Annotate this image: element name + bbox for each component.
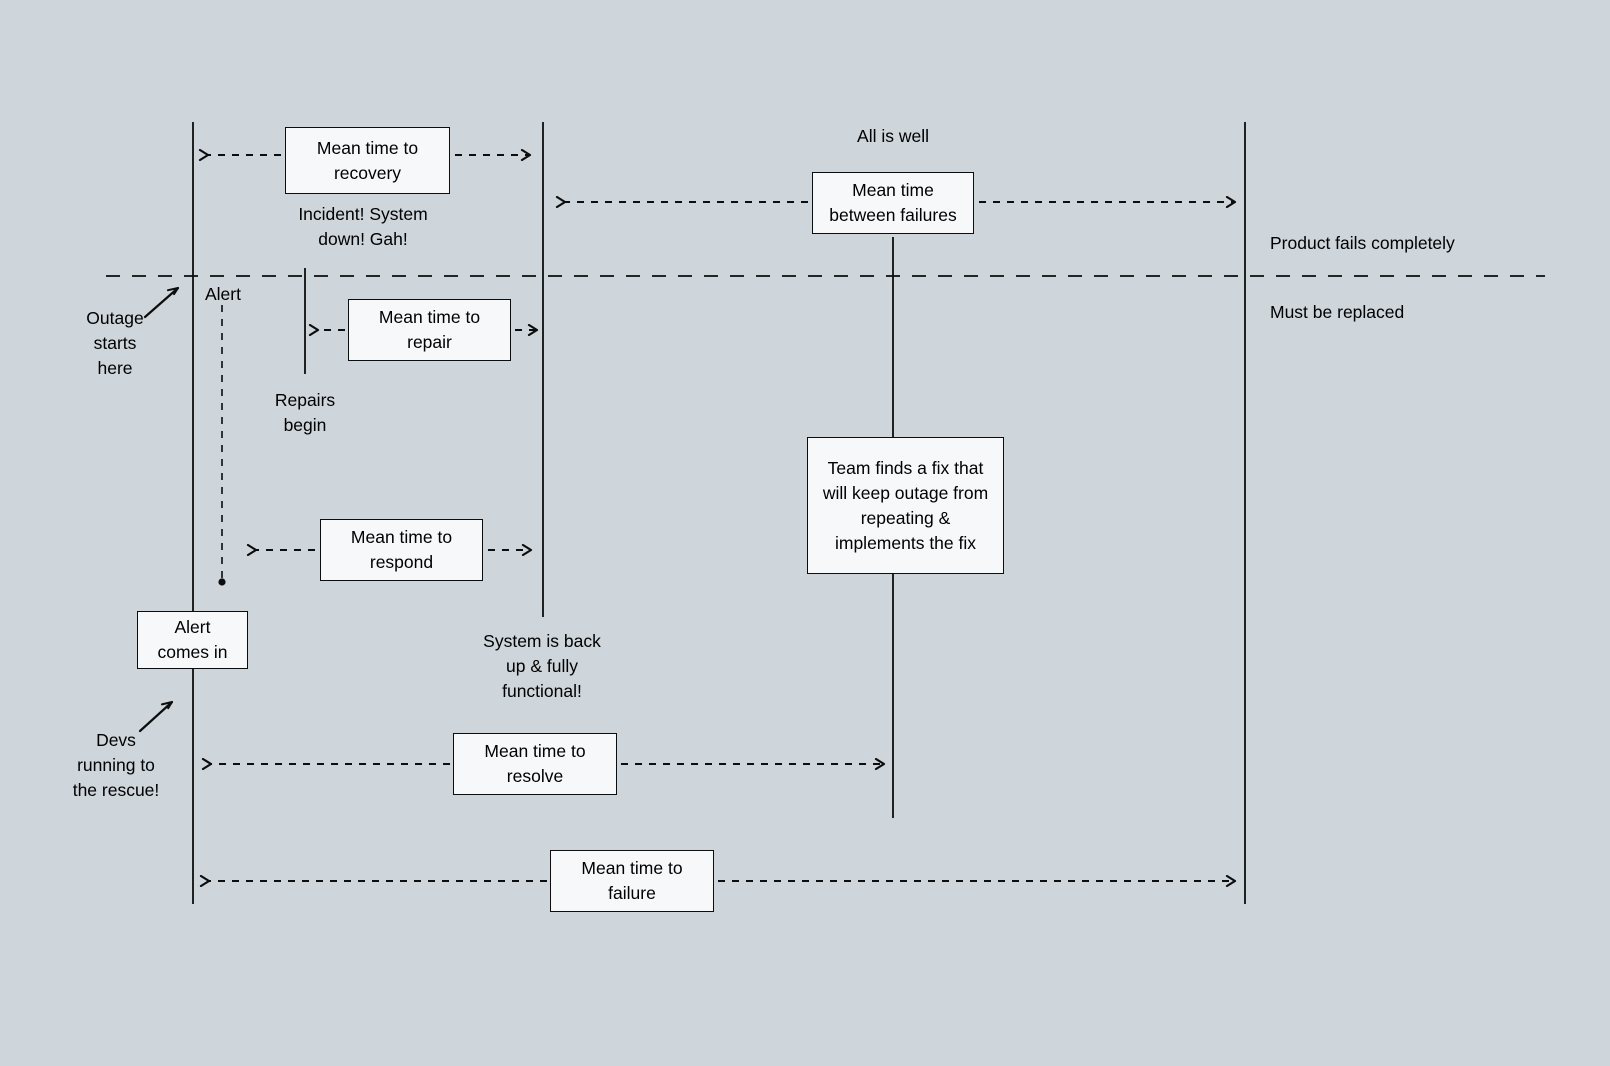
- label-system-is-back-up: System is back up & fully functional!: [483, 631, 601, 701]
- box-team-finds-a-fix[interactable]: Team finds a fix that will keep outage f…: [807, 437, 1004, 574]
- label-product-fails-completely: Product fails completely: [1270, 233, 1455, 253]
- box-mean-time-to-resolve[interactable]: Mean time to resolve: [453, 733, 617, 795]
- label-outage-starts-here: Outage starts here: [86, 308, 144, 378]
- alert-dot-terminator: [218, 578, 226, 586]
- box-mean-time-to-failure[interactable]: Mean time to failure: [550, 850, 714, 912]
- label-devs-running-to-the-rescue: Devs running to the rescue!: [72, 730, 160, 800]
- pointer-devs-running: [138, 700, 174, 733]
- box-mean-time-to-recovery[interactable]: Mean time to recovery: [285, 127, 450, 194]
- label-repairs-begin: Repairs begin: [274, 390, 336, 435]
- box-alert-comes-in[interactable]: Alert comes in: [137, 611, 248, 669]
- box-mean-time-to-respond[interactable]: Mean time to respond: [320, 519, 483, 581]
- box-mean-time-to-repair[interactable]: Mean time to repair: [348, 299, 511, 361]
- label-all-is-well: All is well: [857, 126, 929, 146]
- box-mean-time-between-failures[interactable]: Mean time between failures: [812, 172, 974, 234]
- label-incident-system-down: Incident! System down! Gah!: [298, 204, 428, 249]
- label-must-be-replaced: Must be replaced: [1270, 302, 1405, 322]
- label-alert: Alert: [205, 284, 241, 304]
